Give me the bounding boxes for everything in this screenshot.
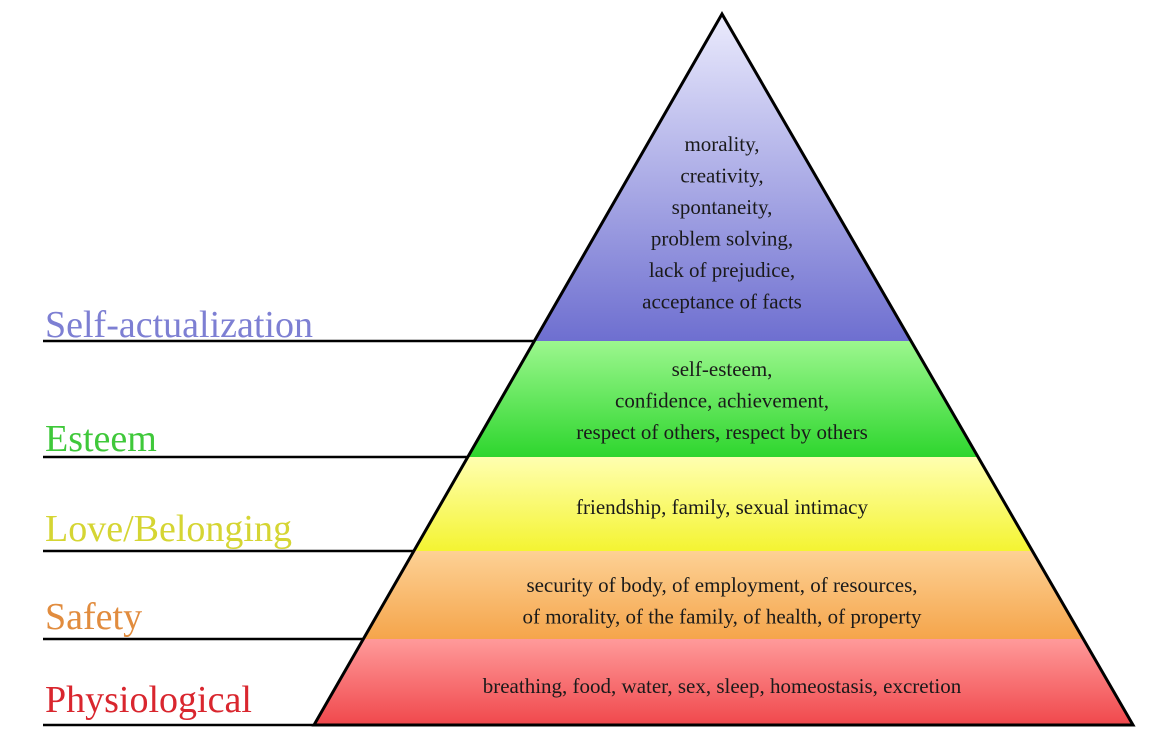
pyramid-outline <box>311 10 1136 727</box>
description-physiological: breathing, food, water, sex, sleep, home… <box>483 674 962 698</box>
description-safety: security of body, of employment, of reso… <box>522 573 922 629</box>
description-self-actualization: morality, creativity, spontaneity, probl… <box>642 132 802 314</box>
level-names: Self-actualization Esteem Love/Belonging… <box>45 304 313 721</box>
band-love-belonging <box>413 457 1033 551</box>
description-line: breathing, food, water, sex, sleep, home… <box>483 674 962 698</box>
level-name-physiological: Physiological <box>45 679 252 721</box>
description-line: self-esteem, <box>672 357 773 381</box>
description-line: spontaneity, <box>672 195 773 219</box>
description-esteem: self-esteem, confidence, achievement, re… <box>576 357 868 444</box>
description-line: creativity, <box>680 164 763 188</box>
pyramid-bands <box>314 14 1133 725</box>
description-line: problem solving, <box>651 227 793 251</box>
level-descriptions: morality, creativity, spontaneity, probl… <box>483 132 962 698</box>
band-esteem <box>467 341 979 457</box>
band-self-actualization <box>534 14 912 341</box>
band-safety <box>363 551 1084 639</box>
description-love-belonging: friendship, family, sexual intimacy <box>576 495 868 519</box>
level-name-love-belonging: Love/Belonging <box>45 508 292 550</box>
band-physiological <box>314 639 1133 725</box>
description-line: morality, <box>684 132 759 156</box>
description-line: friendship, family, sexual intimacy <box>576 495 868 519</box>
description-line: acceptance of facts <box>642 290 802 314</box>
description-line: respect of others, respect by others <box>576 420 868 444</box>
description-line: of morality, of the family, of health, o… <box>522 605 922 629</box>
level-name-self-actualization: Self-actualization <box>45 304 313 346</box>
description-line: confidence, achievement, <box>615 389 829 413</box>
description-line: lack of prejudice, <box>649 258 795 282</box>
level-name-esteem: Esteem <box>45 418 157 460</box>
description-line: security of body, of employment, of reso… <box>526 573 917 597</box>
level-name-safety: Safety <box>45 596 142 638</box>
